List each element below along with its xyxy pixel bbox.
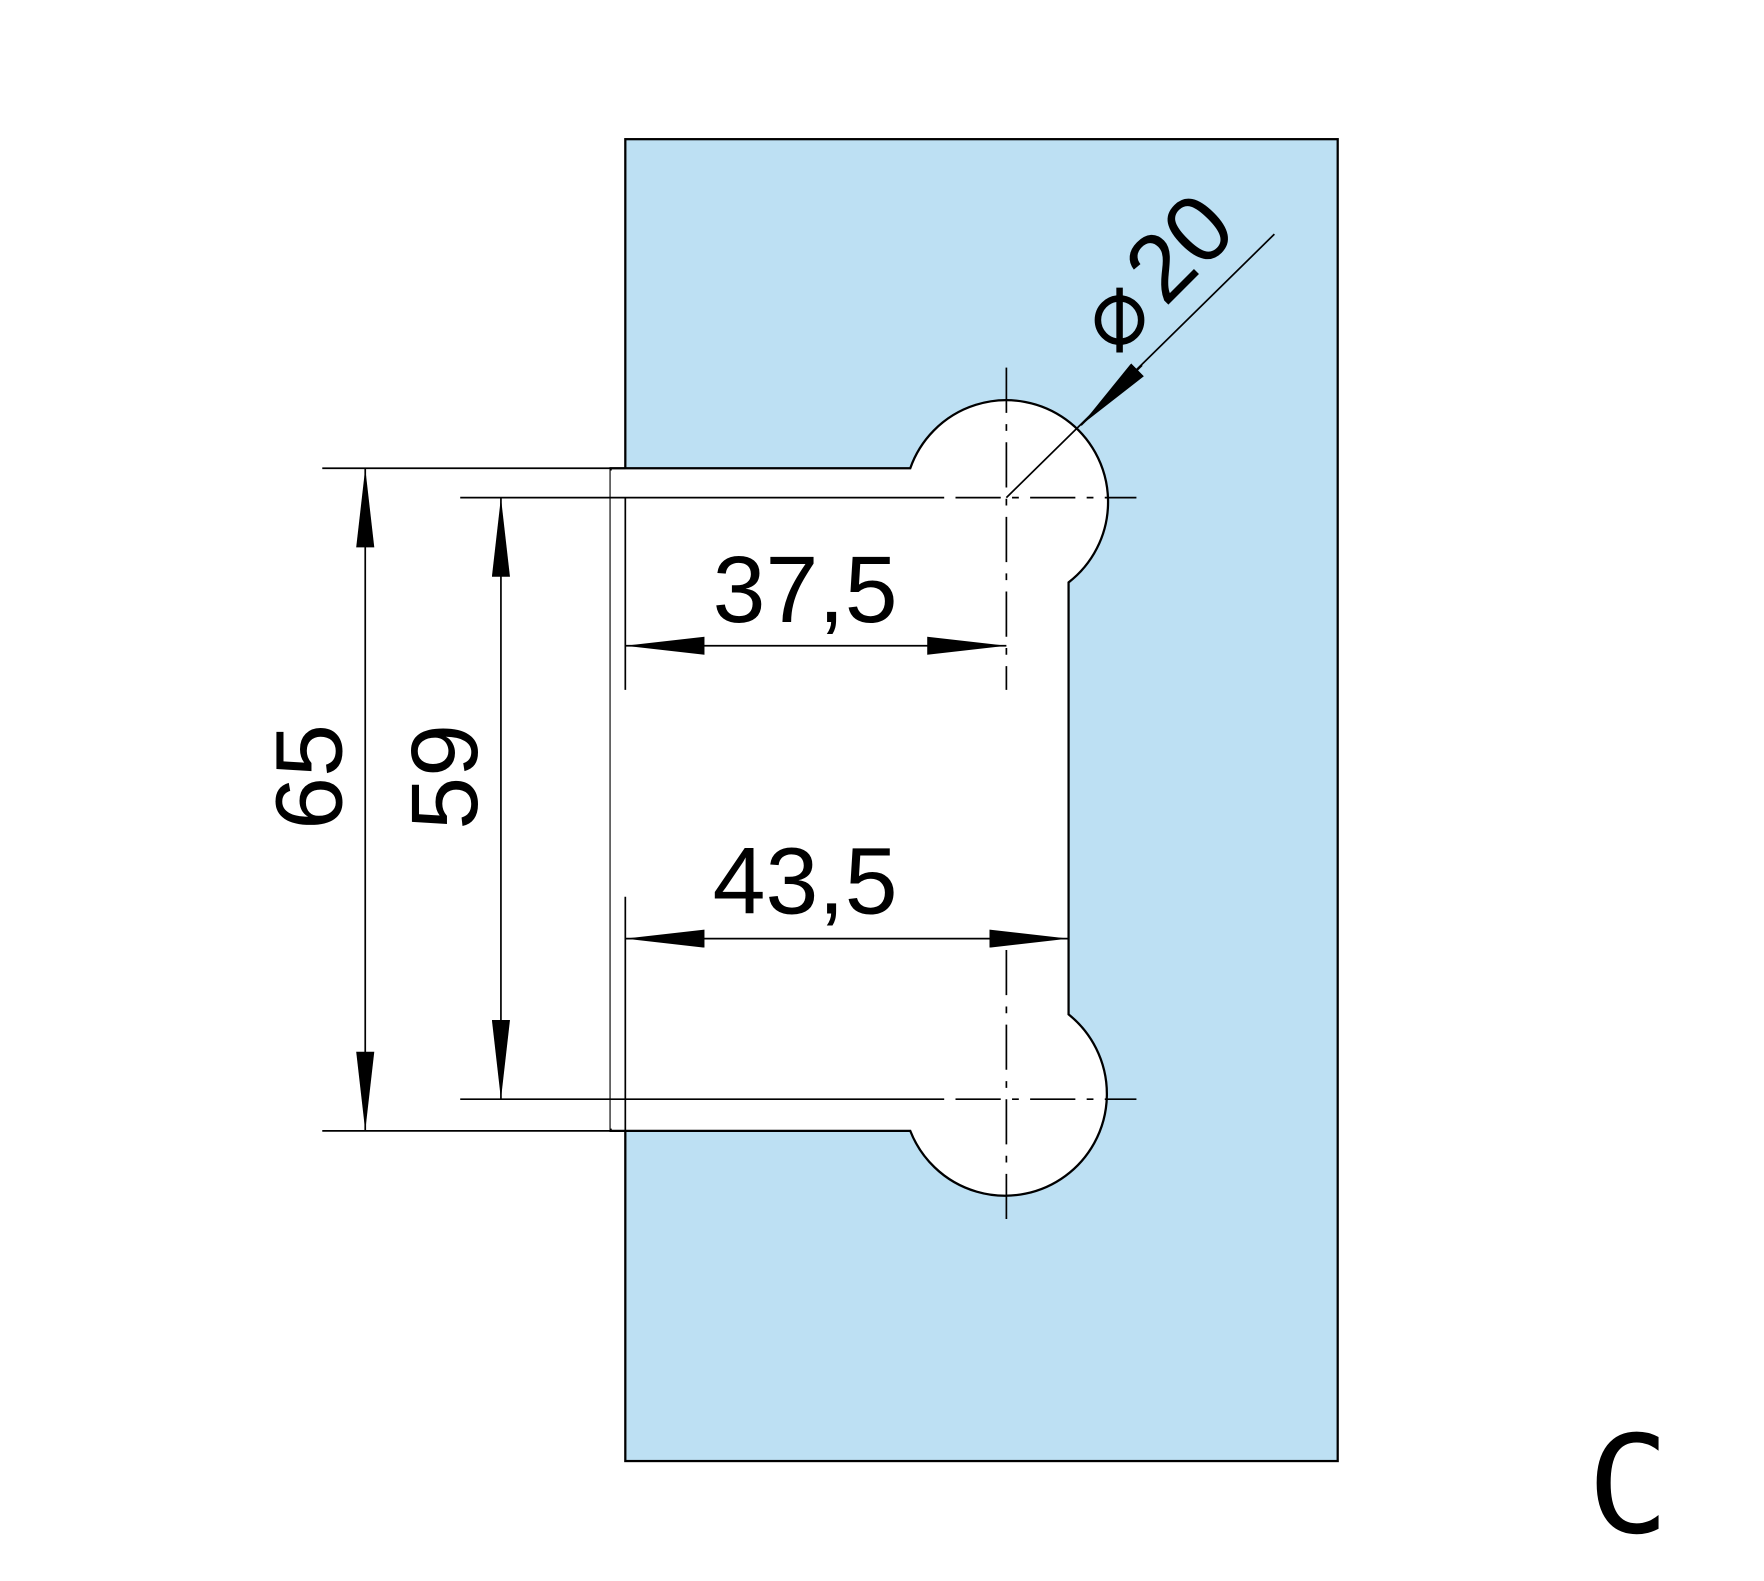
dimension-59: 59 bbox=[392, 724, 498, 830]
dimension-43-5: 43,5 bbox=[713, 829, 898, 935]
hinge-notch bbox=[609, 399, 1110, 1197]
dimension-65: 65 bbox=[256, 724, 362, 830]
dimension-37-5: 37,5 bbox=[713, 537, 898, 643]
center-lines bbox=[955, 367, 1137, 1231]
dimension-lines bbox=[356, 233, 1275, 1131]
extension-lines bbox=[322, 467, 945, 1132]
view-label: C bbox=[1587, 1407, 1669, 1565]
